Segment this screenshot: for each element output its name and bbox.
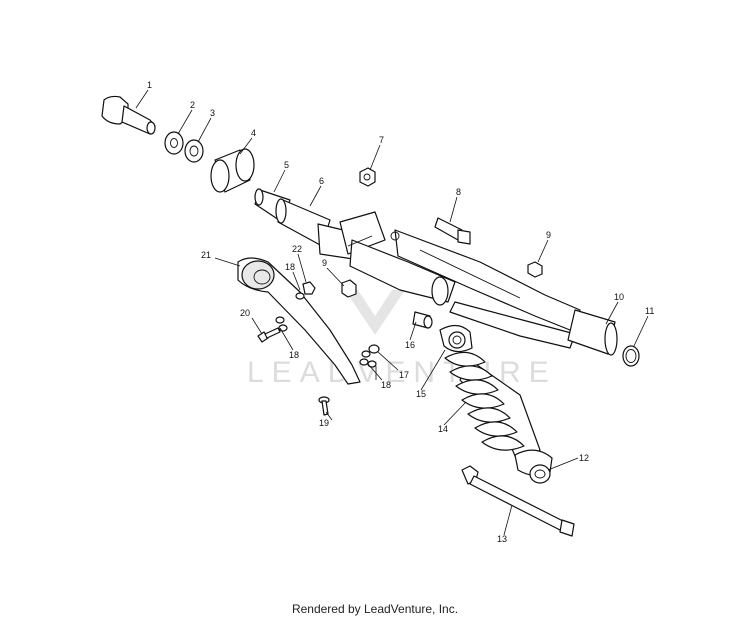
callout-6: 6 [319, 176, 324, 186]
callout-5: 5 [284, 160, 289, 170]
callout-labels: 1 2 3 4 5 6 7 8 9 9 10 11 12 13 14 15 16… [147, 80, 654, 544]
callout-1: 1 [147, 80, 152, 90]
part-8-bolt[interactable] [434, 217, 471, 245]
callout-15: 15 [416, 389, 426, 399]
part-14-shock-absorber[interactable] [439, 324, 541, 469]
callout-11: 11 [645, 306, 654, 316]
callout-19: 19 [319, 418, 329, 428]
part-21-chain-guide[interactable] [237, 257, 361, 385]
part-10-swing-arm[interactable] [317, 211, 618, 356]
part-3-washer[interactable] [184, 139, 204, 163]
part-16-bushing[interactable] [412, 311, 433, 329]
shock-spring-coils [444, 351, 525, 451]
part-11-ring[interactable] [622, 345, 640, 367]
callout-4: 4 [251, 128, 256, 138]
callout-21: 21 [201, 250, 211, 260]
callout-20: 20 [240, 308, 250, 318]
callout-10: 10 [614, 292, 624, 302]
part-22-fastener[interactable] [302, 281, 316, 295]
callout-8: 8 [456, 187, 461, 197]
callout-18-upper: 18 [285, 262, 295, 272]
part-2-washer[interactable] [164, 131, 184, 155]
callout-18-lower: 18 [289, 350, 299, 360]
callout-13: 13 [497, 534, 507, 544]
part-1-bolt[interactable] [101, 95, 156, 135]
part-9-nut-right[interactable] [527, 261, 543, 278]
callout-9-left: 9 [322, 258, 327, 268]
callout-14: 14 [438, 424, 448, 434]
callout-22: 22 [292, 244, 302, 254]
callout-3: 3 [210, 108, 215, 118]
part-4-bushing[interactable] [210, 148, 255, 193]
watermark-logo [345, 290, 405, 335]
callout-18-cluster: 18 [381, 380, 391, 390]
callout-2: 2 [190, 100, 195, 110]
callout-17: 17 [399, 370, 409, 380]
part-18-washer-b[interactable] [275, 316, 288, 332]
part-13-long-bolt[interactable] [461, 465, 575, 537]
part-7-nut[interactable] [359, 167, 376, 187]
leader-lines [135, 89, 649, 536]
part-9-nut-left[interactable] [341, 279, 357, 298]
part-20-screw[interactable] [257, 327, 281, 343]
callout-16: 16 [405, 340, 415, 350]
part-18-washer-c[interactable] [359, 358, 377, 368]
callout-9-right: 9 [546, 230, 551, 240]
part-18-washer-a[interactable] [295, 292, 305, 300]
callout-12: 12 [579, 453, 589, 463]
render-credit: Rendered by LeadVenture, Inc. [291, 602, 459, 616]
callout-7: 7 [379, 135, 384, 145]
part-12-shock-eye[interactable] [514, 449, 553, 484]
part-19-screw[interactable] [318, 396, 330, 416]
part-17-nut[interactable] [361, 344, 380, 358]
